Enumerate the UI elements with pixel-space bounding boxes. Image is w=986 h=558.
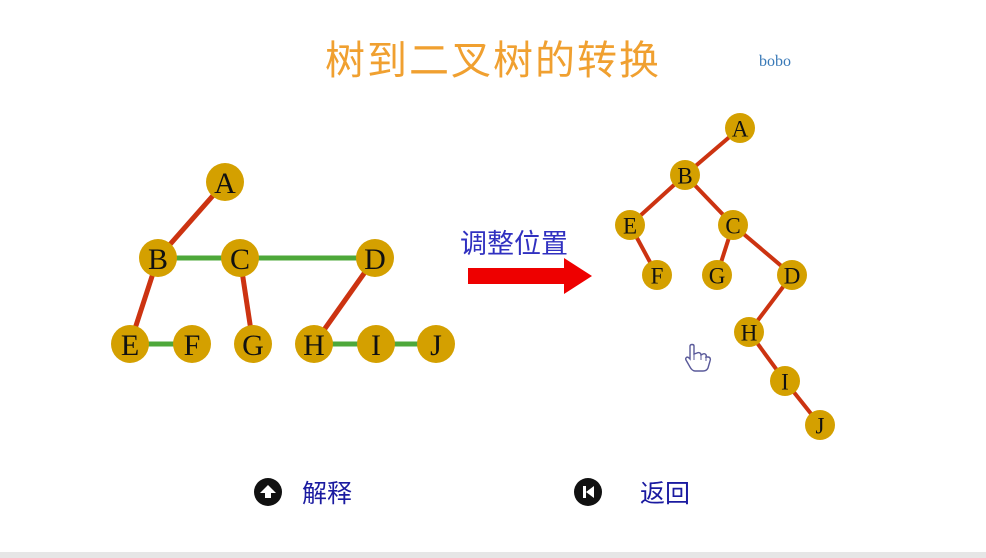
up-arrow-icon — [254, 478, 282, 506]
tree-node-f: F — [173, 325, 211, 363]
svg-text:D: D — [364, 243, 386, 276]
tree-node-h: H — [734, 317, 764, 347]
tree-node-g: G — [234, 325, 272, 363]
tree-node-d: D — [356, 239, 394, 277]
tree-node-e: E — [111, 325, 149, 363]
tree-node-j: J — [417, 325, 455, 363]
tree-node-c: C — [221, 239, 259, 277]
tree-node-b: B — [670, 160, 700, 190]
svg-text:H: H — [741, 320, 758, 345]
svg-text:C: C — [725, 213, 740, 238]
slide-title: 树到二叉树的转换 — [325, 38, 661, 84]
tree-node-i: I — [770, 366, 800, 396]
tree-node-b: B — [139, 239, 177, 277]
convert-arrow-icon — [468, 258, 592, 294]
svg-text:A: A — [732, 116, 749, 141]
hand-pointer-icon — [685, 343, 712, 372]
explain-button[interactable]: 解释 — [254, 474, 352, 510]
tree-node-c: C — [718, 210, 748, 240]
tree-node-g: G — [702, 260, 732, 290]
back-button[interactable]: 返回 — [574, 474, 690, 510]
svg-text:J: J — [430, 329, 442, 362]
tree-node-i: I — [357, 325, 395, 363]
svg-text:C: C — [230, 243, 250, 276]
tree-node-a: A — [206, 163, 244, 201]
svg-text:B: B — [148, 243, 168, 276]
tree-node-f: F — [642, 260, 672, 290]
arrow-label: 调整位置 — [460, 229, 568, 260]
tree-node-h: H — [295, 325, 333, 363]
svg-text:I: I — [781, 369, 789, 394]
svg-text:F: F — [184, 329, 201, 362]
back-label: 返回 — [640, 479, 691, 508]
svg-text:I: I — [371, 329, 381, 362]
svg-text:H: H — [303, 329, 325, 362]
svg-text:G: G — [709, 263, 726, 288]
svg-text:D: D — [784, 263, 801, 288]
svg-text:G: G — [242, 329, 264, 362]
explain-label: 解释 — [302, 479, 353, 508]
binary-tree: A B C D EF G HI J — [615, 113, 835, 440]
tree-node-d: D — [777, 260, 807, 290]
bottom-divider — [0, 552, 986, 558]
skip-back-icon — [574, 478, 602, 506]
svg-text:E: E — [623, 213, 637, 238]
tree-node-a: A — [725, 113, 755, 143]
svg-text:A: A — [214, 167, 236, 200]
original-tree: A B C D E F G H I J — [111, 163, 455, 363]
tree-node-e: E — [615, 210, 645, 240]
svg-text:B: B — [677, 163, 692, 188]
tree-node-j: J — [805, 410, 835, 440]
svg-text:J: J — [816, 413, 825, 438]
svg-text:E: E — [121, 329, 139, 362]
author-label: bobo — [759, 53, 791, 70]
svg-text:F: F — [651, 263, 664, 288]
